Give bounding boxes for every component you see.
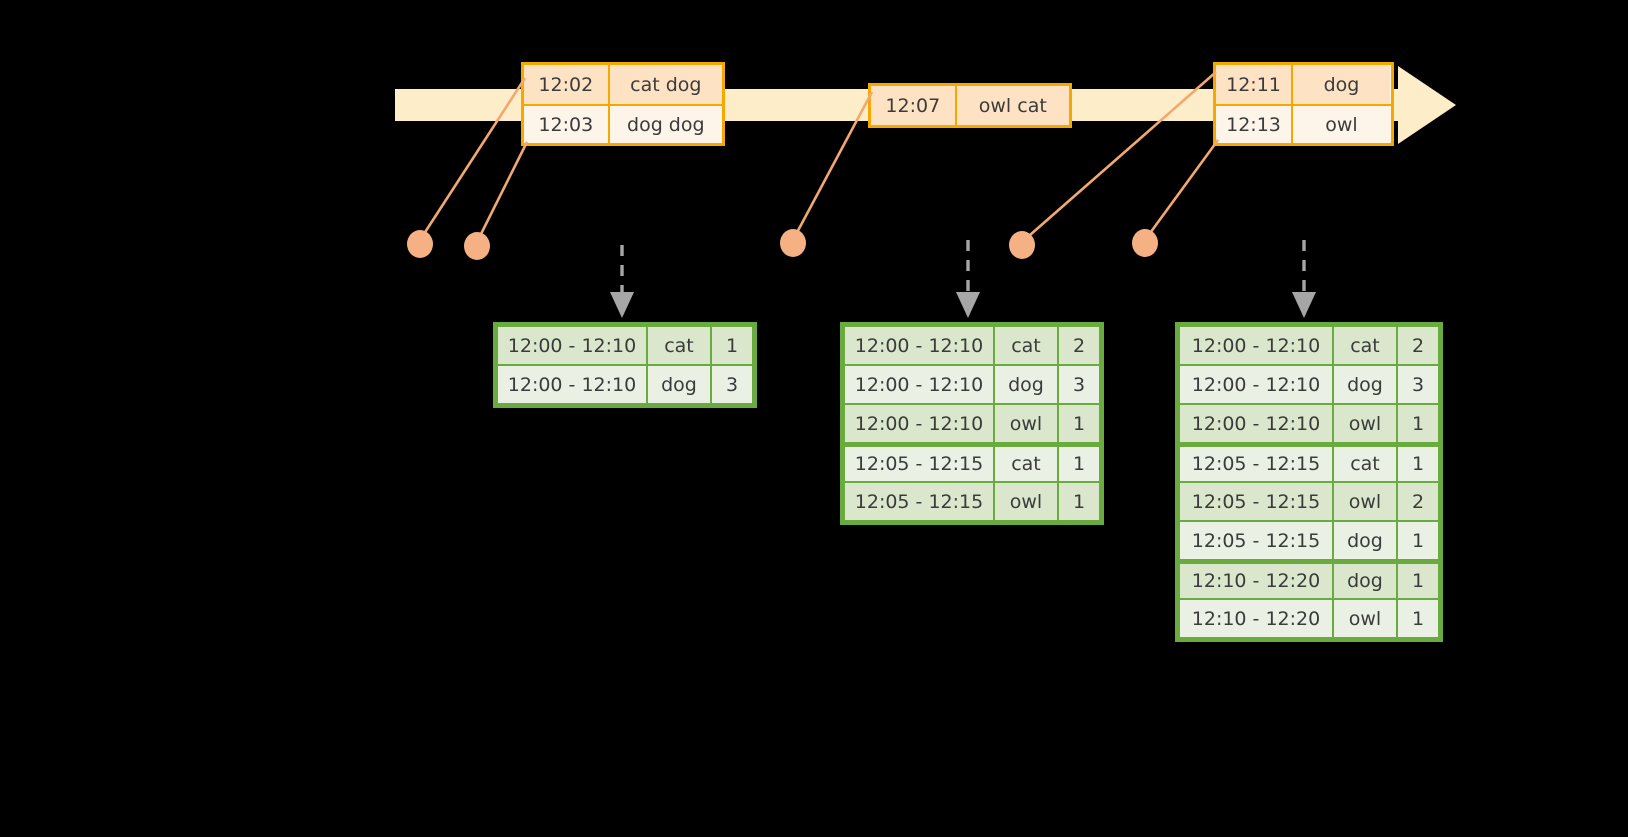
- cell-window: 12:05 - 12:15: [845, 447, 993, 481]
- cell-key: dog: [1334, 366, 1396, 403]
- cell-count: 3: [712, 366, 752, 403]
- cell-key: cat: [648, 327, 710, 364]
- event-payload: dog dog: [609, 106, 722, 143]
- cell-key: owl: [1334, 483, 1396, 520]
- cell-key: owl: [995, 483, 1057, 520]
- cell-window: 12:10 - 12:20: [1180, 564, 1332, 598]
- cell-window: 12:10 - 12:20: [1180, 600, 1332, 637]
- cell-window: 12:00 - 12:10: [845, 366, 993, 403]
- stream-dot-12-03[interactable]: [464, 232, 490, 260]
- event-time: 12:11: [1216, 65, 1293, 104]
- cell-window: 12:05 - 12:15: [845, 483, 993, 520]
- event-payload: owl cat: [956, 86, 1069, 125]
- cell-count: 1: [1059, 447, 1099, 481]
- connector-line-12-13: [1143, 139, 1220, 241]
- cell-count: 1: [1059, 405, 1099, 442]
- timeline-arrowhead-icon: [1398, 66, 1456, 144]
- cell-count: 1: [712, 327, 752, 364]
- event-row[interactable]: 12:13 owl: [1216, 104, 1391, 143]
- stream-dot-12-11[interactable]: [1009, 231, 1035, 259]
- cell-count: 1: [1398, 447, 1438, 481]
- cell-window: 12:00 - 12:10: [498, 327, 646, 364]
- event-time: 12:13: [1216, 106, 1293, 143]
- event-row[interactable]: 12:11 dog: [1216, 65, 1391, 104]
- stream-dot-12-13[interactable]: [1132, 229, 1158, 257]
- cell-count: 3: [1398, 366, 1438, 403]
- event-time: 12:07: [871, 86, 957, 125]
- cell-count: 1: [1398, 564, 1438, 598]
- stream-dot-12-02[interactable]: [407, 230, 433, 258]
- cell-key: cat: [995, 327, 1057, 364]
- cell-count: 2: [1398, 483, 1438, 520]
- event-box-group-a[interactable]: 12:02 cat dog 12:03 dog dog: [521, 62, 725, 146]
- cell-key: cat: [1334, 447, 1396, 481]
- emit-arrowhead-icon-1: [610, 292, 634, 318]
- cell-count: 2: [1398, 327, 1438, 364]
- stream-dot-12-07[interactable]: [780, 229, 806, 257]
- event-time: 12:02: [524, 65, 610, 104]
- cell-window: 12:05 - 12:15: [1180, 483, 1332, 520]
- event-time: 12:03: [524, 106, 610, 143]
- cell-count: 3: [1059, 366, 1099, 403]
- cell-window: 12:00 - 12:10: [845, 405, 993, 442]
- event-row[interactable]: 12:03 dog dog: [524, 104, 722, 143]
- cell-window: 12:00 - 12:10: [845, 327, 993, 364]
- cell-count: 1: [1398, 405, 1438, 442]
- event-box-group-b[interactable]: 12:07 owl cat: [868, 83, 1072, 128]
- connector-line-12-03: [475, 141, 529, 243]
- cell-count: 1: [1398, 600, 1438, 637]
- emit-arrowhead-icon-2: [956, 292, 980, 318]
- cell-key: cat: [995, 447, 1057, 481]
- cell-key: owl: [1334, 600, 1396, 637]
- event-box-group-c[interactable]: 12:11 dog 12:13 owl: [1213, 62, 1394, 146]
- emit-arrowhead-icon-3: [1292, 292, 1316, 318]
- cell-window: 12:05 - 12:15: [1180, 447, 1332, 481]
- cell-window: 12:00 - 12:10: [1180, 405, 1332, 442]
- cell-window: 12:00 - 12:10: [1180, 327, 1332, 364]
- cell-count: 1: [1398, 522, 1438, 559]
- cell-window: 12:00 - 12:10: [1180, 366, 1332, 403]
- cell-key: cat: [1334, 327, 1396, 364]
- cell-key: dog: [1334, 522, 1396, 559]
- event-payload: owl: [1293, 106, 1390, 143]
- event-row[interactable]: 12:02 cat dog: [524, 65, 722, 104]
- cell-count: 1: [1059, 483, 1099, 520]
- cell-window: 12:00 - 12:10: [498, 366, 646, 403]
- event-payload: cat dog: [609, 65, 722, 104]
- cell-count: 2: [1059, 327, 1099, 364]
- event-row[interactable]: 12:07 owl cat: [871, 86, 1069, 125]
- cell-key: dog: [648, 366, 710, 403]
- cell-key: dog: [995, 366, 1057, 403]
- cell-key: dog: [1334, 564, 1396, 598]
- cell-key: owl: [1334, 405, 1396, 442]
- cell-key: owl: [995, 405, 1057, 442]
- cell-window: 12:05 - 12:15: [1180, 522, 1332, 559]
- event-payload: dog: [1293, 65, 1390, 104]
